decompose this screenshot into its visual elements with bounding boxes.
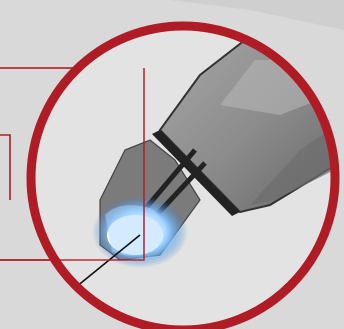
callout-leader-line (0, 134, 11, 200)
callout-box-edge (0, 68, 145, 261)
nozzle-shadow (250, 120, 335, 205)
magnified-view (59, 39, 335, 301)
magnifier-ring (26, 21, 340, 329)
background-shadow (170, 0, 344, 30)
arc-halo (105, 205, 164, 256)
